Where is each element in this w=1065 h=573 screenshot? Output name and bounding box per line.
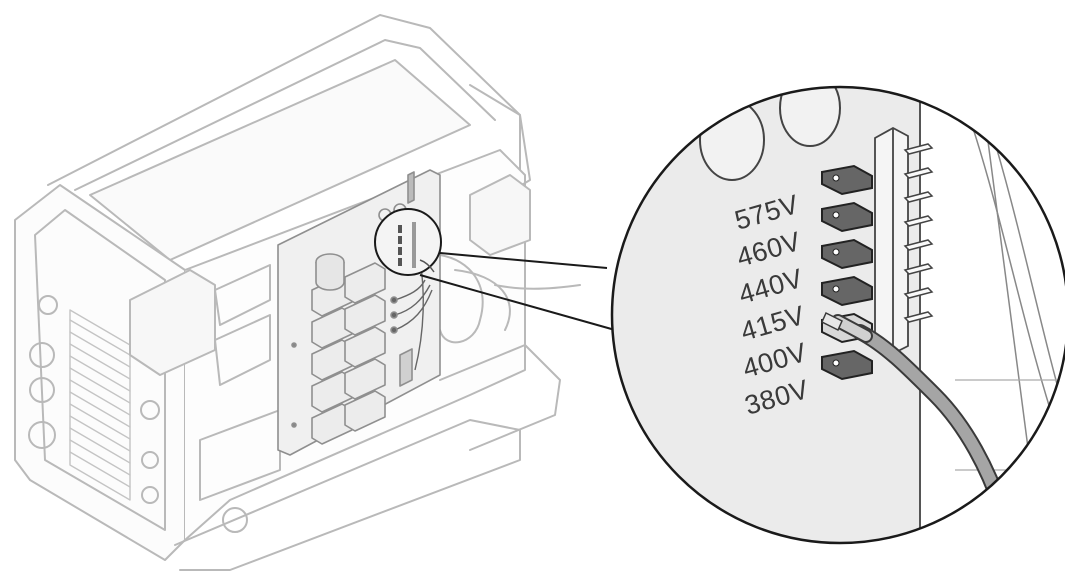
zoom-pin-header xyxy=(874,126,909,356)
spade-terminal xyxy=(821,201,873,233)
pcb-connector-strip xyxy=(399,348,413,387)
magnifier-small-terminals xyxy=(398,225,402,266)
header-pin xyxy=(903,239,934,251)
spade-terminal xyxy=(821,349,873,381)
spade-terminal xyxy=(821,238,873,270)
top-panel xyxy=(89,59,471,261)
cable-loop-2 xyxy=(454,269,511,331)
front-connector-4 xyxy=(28,421,56,449)
internal-part-a xyxy=(214,264,271,326)
header-pin xyxy=(903,167,934,179)
header-pin xyxy=(903,215,934,227)
front-connector-6 xyxy=(141,451,159,469)
front-connector-2 xyxy=(29,342,55,368)
side-bumper-rear xyxy=(469,174,531,256)
zoom-right-wire-2 xyxy=(959,89,1061,441)
header-pin xyxy=(903,263,934,275)
pcb-capacitor-body xyxy=(315,262,345,291)
front-connector-3 xyxy=(29,377,55,403)
zoom-circle-outline xyxy=(610,85,1065,545)
cable-plug-tip xyxy=(821,311,843,332)
header-pin xyxy=(903,191,934,203)
magnifier-small-circle xyxy=(374,208,442,276)
internal-part-b xyxy=(214,314,271,386)
front-connector-5 xyxy=(140,400,160,420)
magnifier-callout xyxy=(374,208,616,331)
cable-loop xyxy=(439,254,484,344)
spade-terminal xyxy=(821,164,873,196)
spade-terminal xyxy=(821,275,873,307)
front-connector-1 xyxy=(38,295,58,315)
side-bumper xyxy=(129,269,216,376)
header-pin xyxy=(903,143,934,155)
header-pin xyxy=(903,311,934,323)
internal-part-c xyxy=(199,409,281,501)
top-frame-inner xyxy=(74,39,496,191)
base-foot xyxy=(222,507,248,533)
vent-grille xyxy=(69,309,131,501)
header-pin xyxy=(903,287,934,299)
front-connector-7 xyxy=(141,486,159,504)
zoom-spade-terminals xyxy=(821,164,873,381)
leader-line-bottom xyxy=(419,274,616,331)
pcb-relays xyxy=(311,262,386,445)
rear-bumper xyxy=(439,344,561,451)
zoom-header-pins xyxy=(903,143,934,323)
pcb-component-strip xyxy=(407,171,415,204)
base-rail xyxy=(174,419,521,571)
mains-cable xyxy=(494,284,581,290)
leader-line-top xyxy=(439,252,608,269)
